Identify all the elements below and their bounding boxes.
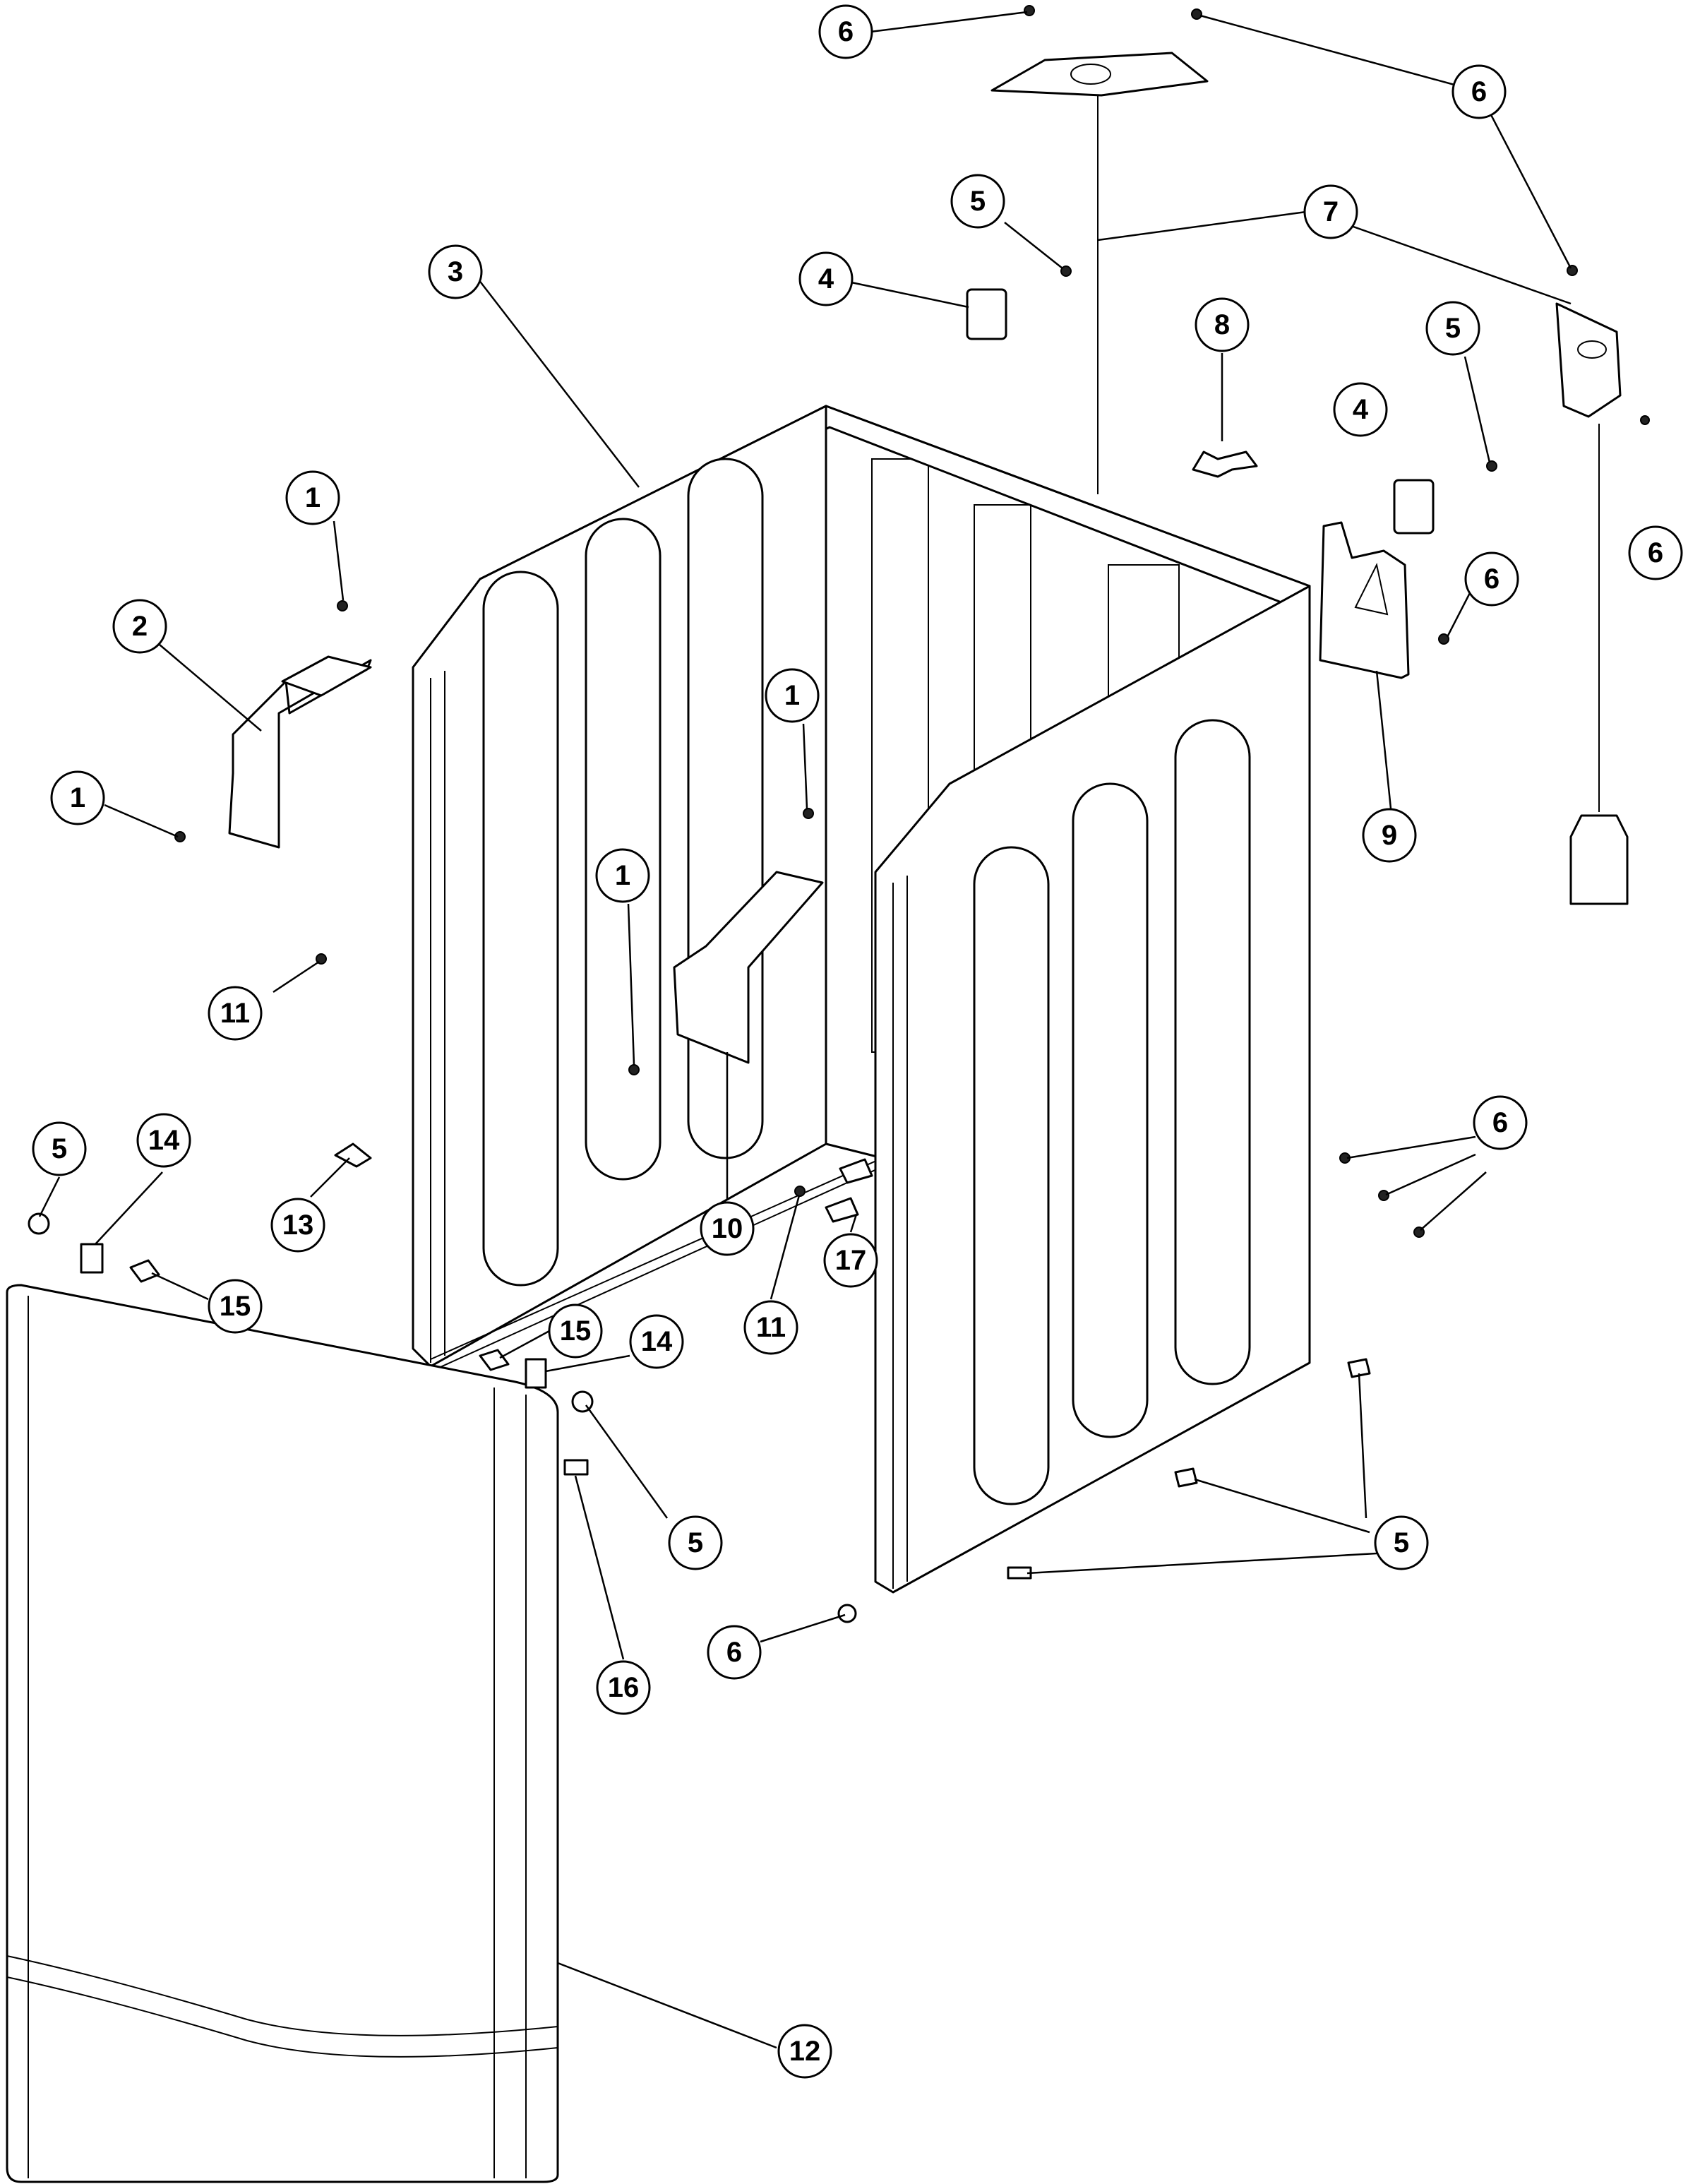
callout-2: 2	[112, 599, 167, 654]
callout-5-bottom-right: 5	[1374, 1515, 1429, 1570]
callout-6-bottom: 6	[707, 1625, 762, 1680]
corner-bracket-right	[1393, 479, 1435, 535]
svg-text:3: 3	[448, 256, 463, 287]
callout-6-top-right: 6	[1451, 64, 1507, 119]
svg-text:11: 11	[220, 998, 250, 1029]
svg-text:14: 14	[148, 1125, 180, 1156]
callout-1-upper-left: 1	[285, 470, 340, 525]
callout-12: 12	[777, 2024, 832, 2079]
svg-text:6: 6	[1471, 76, 1487, 107]
side-spring-bracket	[1555, 302, 1629, 905]
callout-14-left: 14	[136, 1113, 191, 1168]
callout-5-top: 5	[950, 174, 1005, 229]
svg-text:1: 1	[784, 680, 800, 711]
callout-15-center: 15	[548, 1303, 603, 1359]
svg-text:5: 5	[52, 1133, 67, 1164]
callout-1-lower: 1	[595, 848, 650, 903]
svg-text:8: 8	[1214, 309, 1230, 340]
callout-14-center: 14	[629, 1314, 684, 1369]
svg-text:5: 5	[1445, 313, 1461, 344]
left-bracket	[228, 655, 372, 849]
callout-6-far-right: 6	[1628, 525, 1683, 580]
callout-1-center: 1	[765, 668, 820, 723]
svg-text:6: 6	[838, 16, 854, 47]
center-bracket	[673, 871, 824, 1064]
callout-8: 8	[1195, 297, 1250, 352]
callout-6-lower-right: 6	[1473, 1095, 1528, 1150]
mounting-plate	[1319, 521, 1410, 679]
corner-bracket-upper	[966, 288, 1007, 340]
svg-text:5: 5	[970, 186, 986, 217]
callout-3: 3	[428, 244, 483, 299]
callout-17: 17	[823, 1233, 878, 1288]
callout-5-right: 5	[1425, 301, 1480, 356]
callout-6-plate: 6	[1464, 551, 1519, 607]
hardware	[28, 5, 1650, 1623]
callout-5-front-left: 5	[32, 1121, 87, 1176]
svg-text:15: 15	[220, 1291, 251, 1322]
svg-text:11: 11	[756, 1312, 786, 1343]
callout-15-left: 15	[208, 1279, 263, 1334]
svg-text:4: 4	[818, 263, 834, 294]
svg-text:1: 1	[305, 482, 321, 513]
svg-text:6: 6	[1648, 537, 1663, 568]
callout-4-right: 4	[1333, 382, 1388, 437]
callout-16: 16	[596, 1660, 651, 1715]
callout-11-center: 11	[743, 1300, 798, 1355]
svg-text:6: 6	[1484, 563, 1500, 595]
callout-5-front-center: 5	[668, 1515, 723, 1570]
svg-text:1: 1	[615, 860, 630, 891]
svg-text:9: 9	[1382, 820, 1397, 851]
svg-text:5: 5	[688, 1527, 703, 1558]
svg-text:13: 13	[282, 1210, 314, 1241]
callout-13: 13	[270, 1198, 325, 1253]
svg-text:7: 7	[1323, 196, 1339, 227]
callout-9: 9	[1362, 808, 1417, 863]
top-spring-bracket	[990, 52, 1209, 494]
leader-lines	[38, 11, 1572, 2049]
svg-text:15: 15	[560, 1315, 592, 1347]
callout-7: 7	[1303, 184, 1358, 239]
svg-text:6: 6	[726, 1637, 742, 1668]
svg-text:1: 1	[70, 782, 85, 813]
svg-text:14: 14	[641, 1326, 673, 1357]
svg-text:6: 6	[1492, 1107, 1508, 1138]
callout-10: 10	[700, 1201, 755, 1256]
callout-11-left: 11	[208, 986, 263, 1041]
callout-1-left: 1	[50, 770, 105, 825]
callout-4-top: 4	[798, 251, 854, 306]
svg-text:5: 5	[1394, 1527, 1409, 1558]
svg-text:17: 17	[835, 1245, 867, 1276]
front-panel	[6, 1284, 559, 2183]
svg-text:4: 4	[1353, 394, 1369, 425]
svg-text:12: 12	[789, 2036, 821, 2067]
svg-text:10: 10	[712, 1213, 743, 1244]
callout-6-top-left: 6	[818, 4, 873, 59]
svg-text:16: 16	[608, 1672, 640, 1703]
svg-text:2: 2	[132, 611, 148, 642]
